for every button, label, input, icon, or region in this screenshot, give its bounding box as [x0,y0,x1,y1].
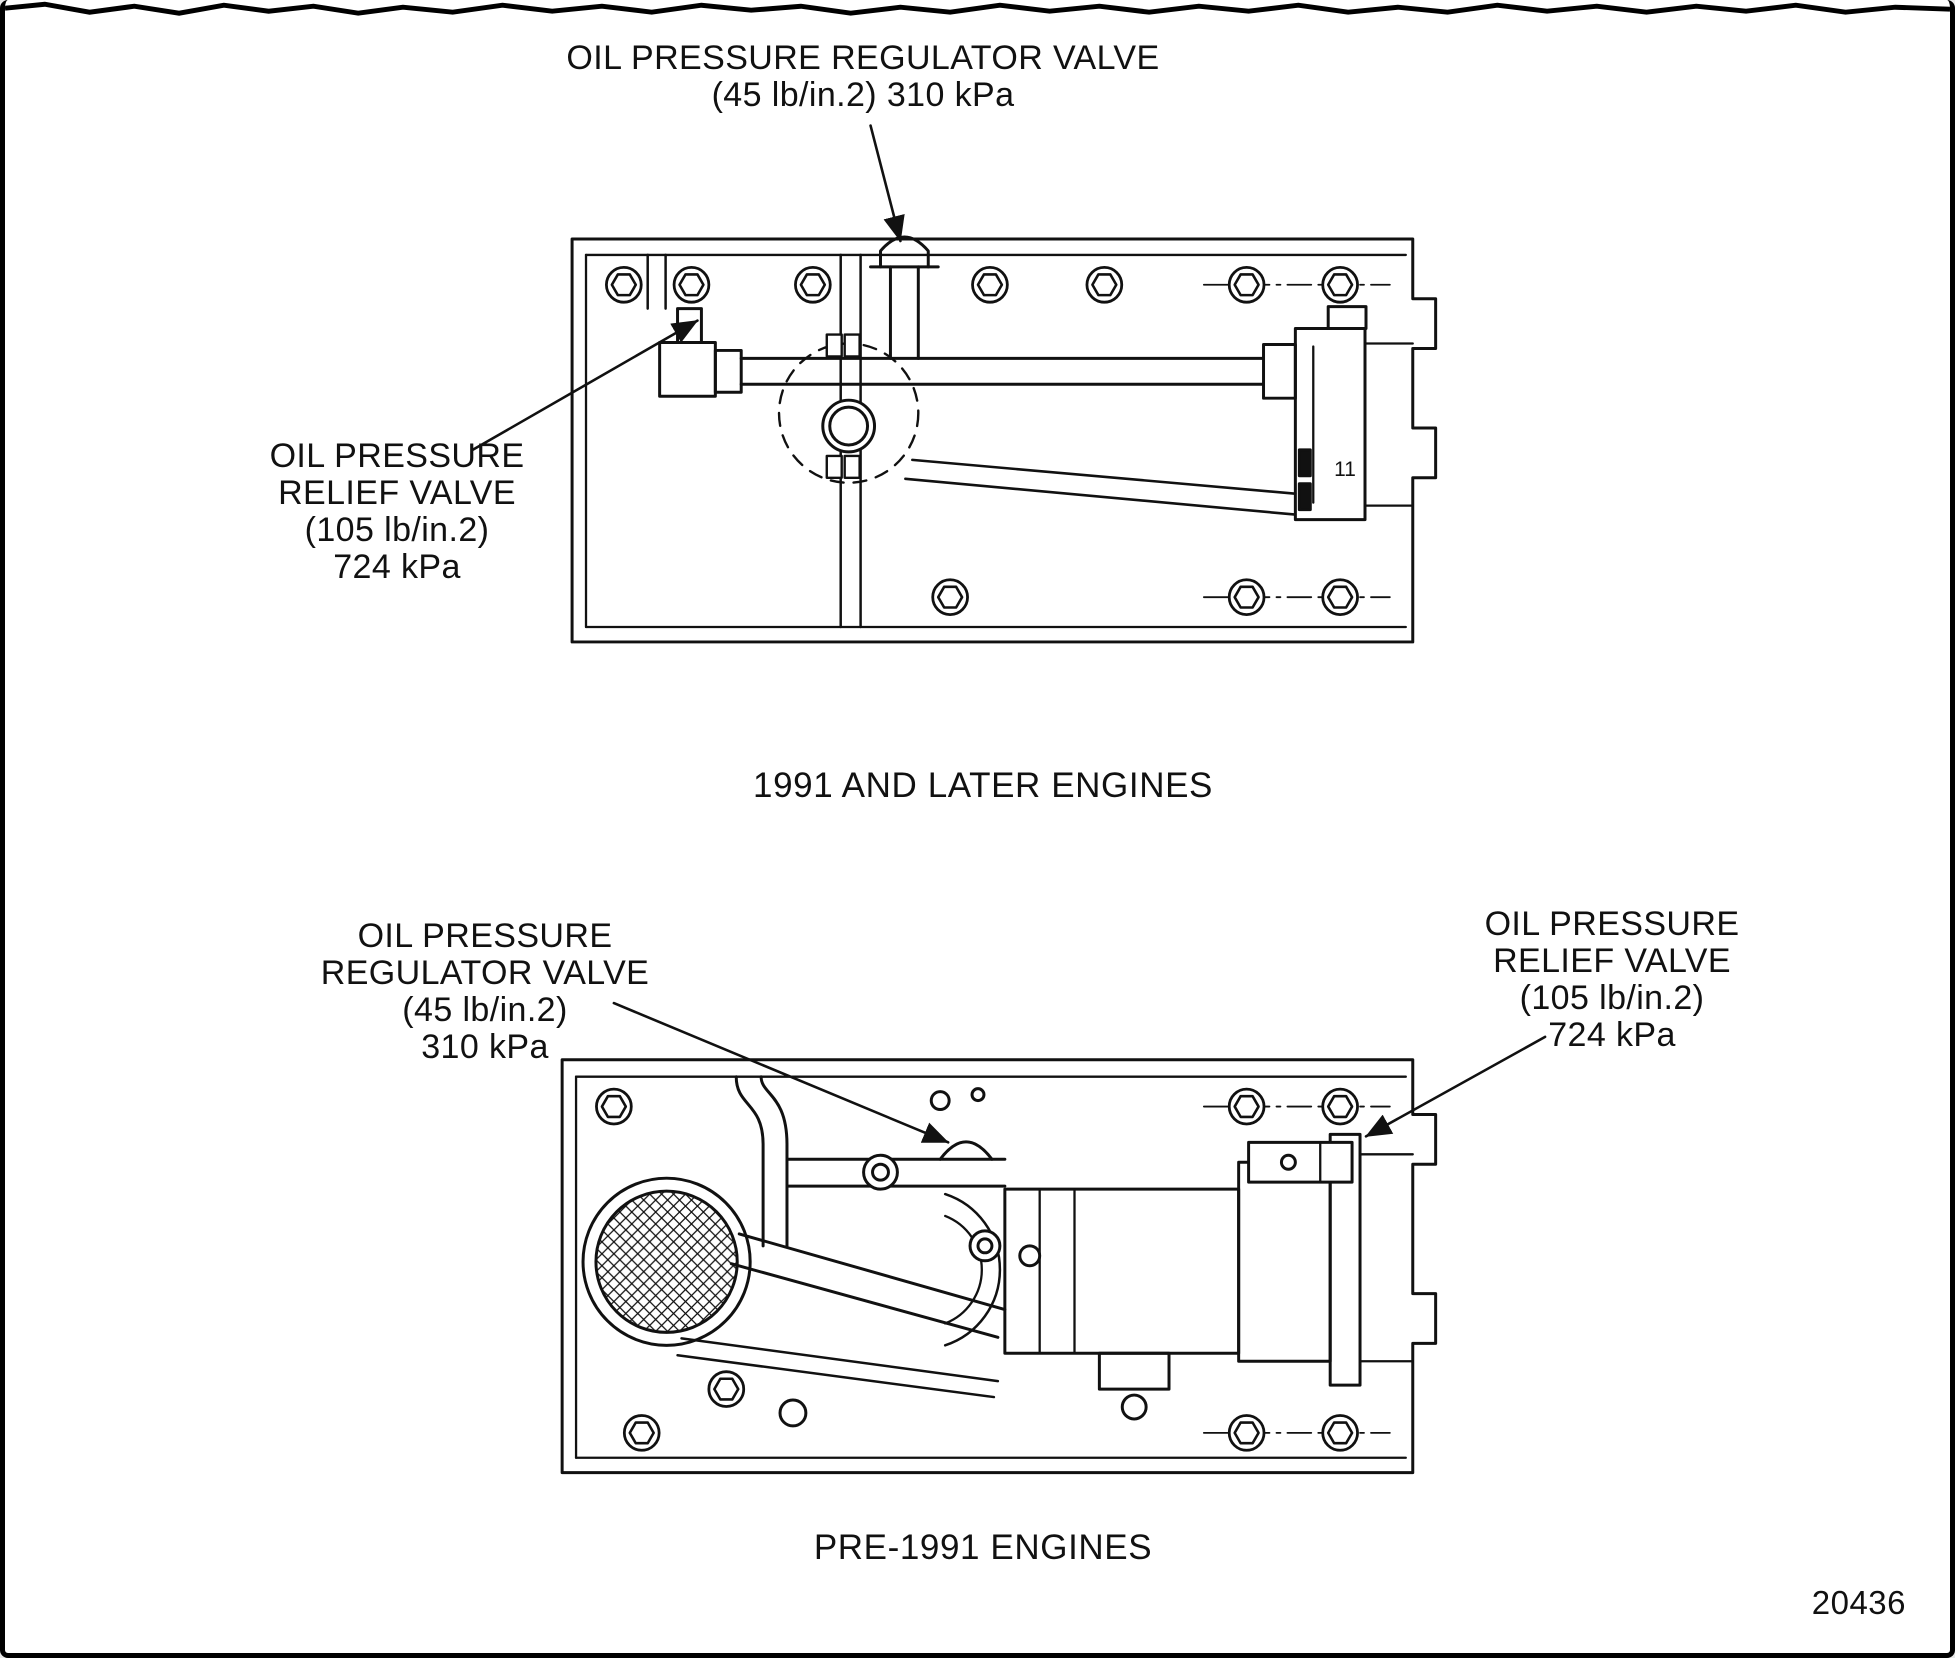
figure-number: 20436 [1811,1584,1906,1621]
leader-bottom-relief [1364,1035,1547,1138]
caption-1991-and-later-engines: 1991 AND LATER ENGINES [753,766,1213,805]
label-line: (105 lb/in.2) [1519,979,1705,1017]
label-line: OIL PRESSURE [1484,905,1740,943]
oil-pressure-regulator-valve-bottom-diagram [938,1140,994,1161]
leader-bottom-regulator [612,1001,950,1144]
oil-pickup-screen [581,1176,752,1347]
delivery-pipe [734,1075,789,1248]
label-line: OIL PRESSURE [357,917,613,955]
engine-diagrams-artwork: 11 [5,1,1950,1475]
oil-pressure-relief-valve-bottom-diagram [1247,1140,1354,1184]
suction-tube [729,1232,1007,1339]
label-line: OIL PRESSURE [269,437,525,475]
support-brace [676,1337,1000,1399]
label-line: (45 lb/in.2) [402,991,568,1029]
part-number-callout: 11 [1334,458,1356,481]
label-line: RELIEF VALVE [1493,942,1731,980]
engine-diagram-pre-1991 [560,1058,1438,1475]
pan-bolts-bottom-diagram [594,1087,1360,1452]
label-bottom-regulator-valve: OIL PRESSURE REGULATOR VALVE (45 lb/in.2… [321,918,649,1066]
head-bolts-top-diagram [604,265,1360,617]
label-line: OIL PRESSURE REGULATOR VALVE [566,39,1160,77]
label-line: 310 kPa [421,1028,549,1066]
label-top-relief-valve: OIL PRESSURE RELIEF VALVE (105 lb/in.2) … [270,438,525,586]
pump-inlet-tube [785,1157,1007,1188]
label-line: (105 lb/in.2) [304,511,490,549]
pipe-junction-detail [777,333,920,484]
rear-plate-assembly [1262,305,1414,522]
label-line: RELIEF VALVE [278,474,516,512]
oil-pump-assembly [968,1132,1414,1421]
label-line: 724 kPa [333,548,461,586]
label-line: 724 kPa [1548,1016,1676,1054]
label-top-regulator-valve: OIL PRESSURE REGULATOR VALVE (45 lb/in.2… [566,40,1159,114]
label-bottom-relief-valve: OIL PRESSURE RELIEF VALVE (105 lb/in.2) … [1485,906,1740,1054]
label-line: (45 lb/in.2) 310 kPa [711,76,1015,114]
caption-pre-1991-engines: PRE-1991 ENGINES [813,1528,1153,1567]
label-line: REGULATOR VALVE [320,954,650,992]
oil-gallery-pipe [739,356,1266,386]
engine-diagram-1991-and-later: 11 [570,235,1438,644]
leader-arrows [471,124,1547,1144]
torn-page-edge [5,1,1950,16]
leader-top-relief [471,319,699,452]
leader-top-regulator [869,124,905,243]
